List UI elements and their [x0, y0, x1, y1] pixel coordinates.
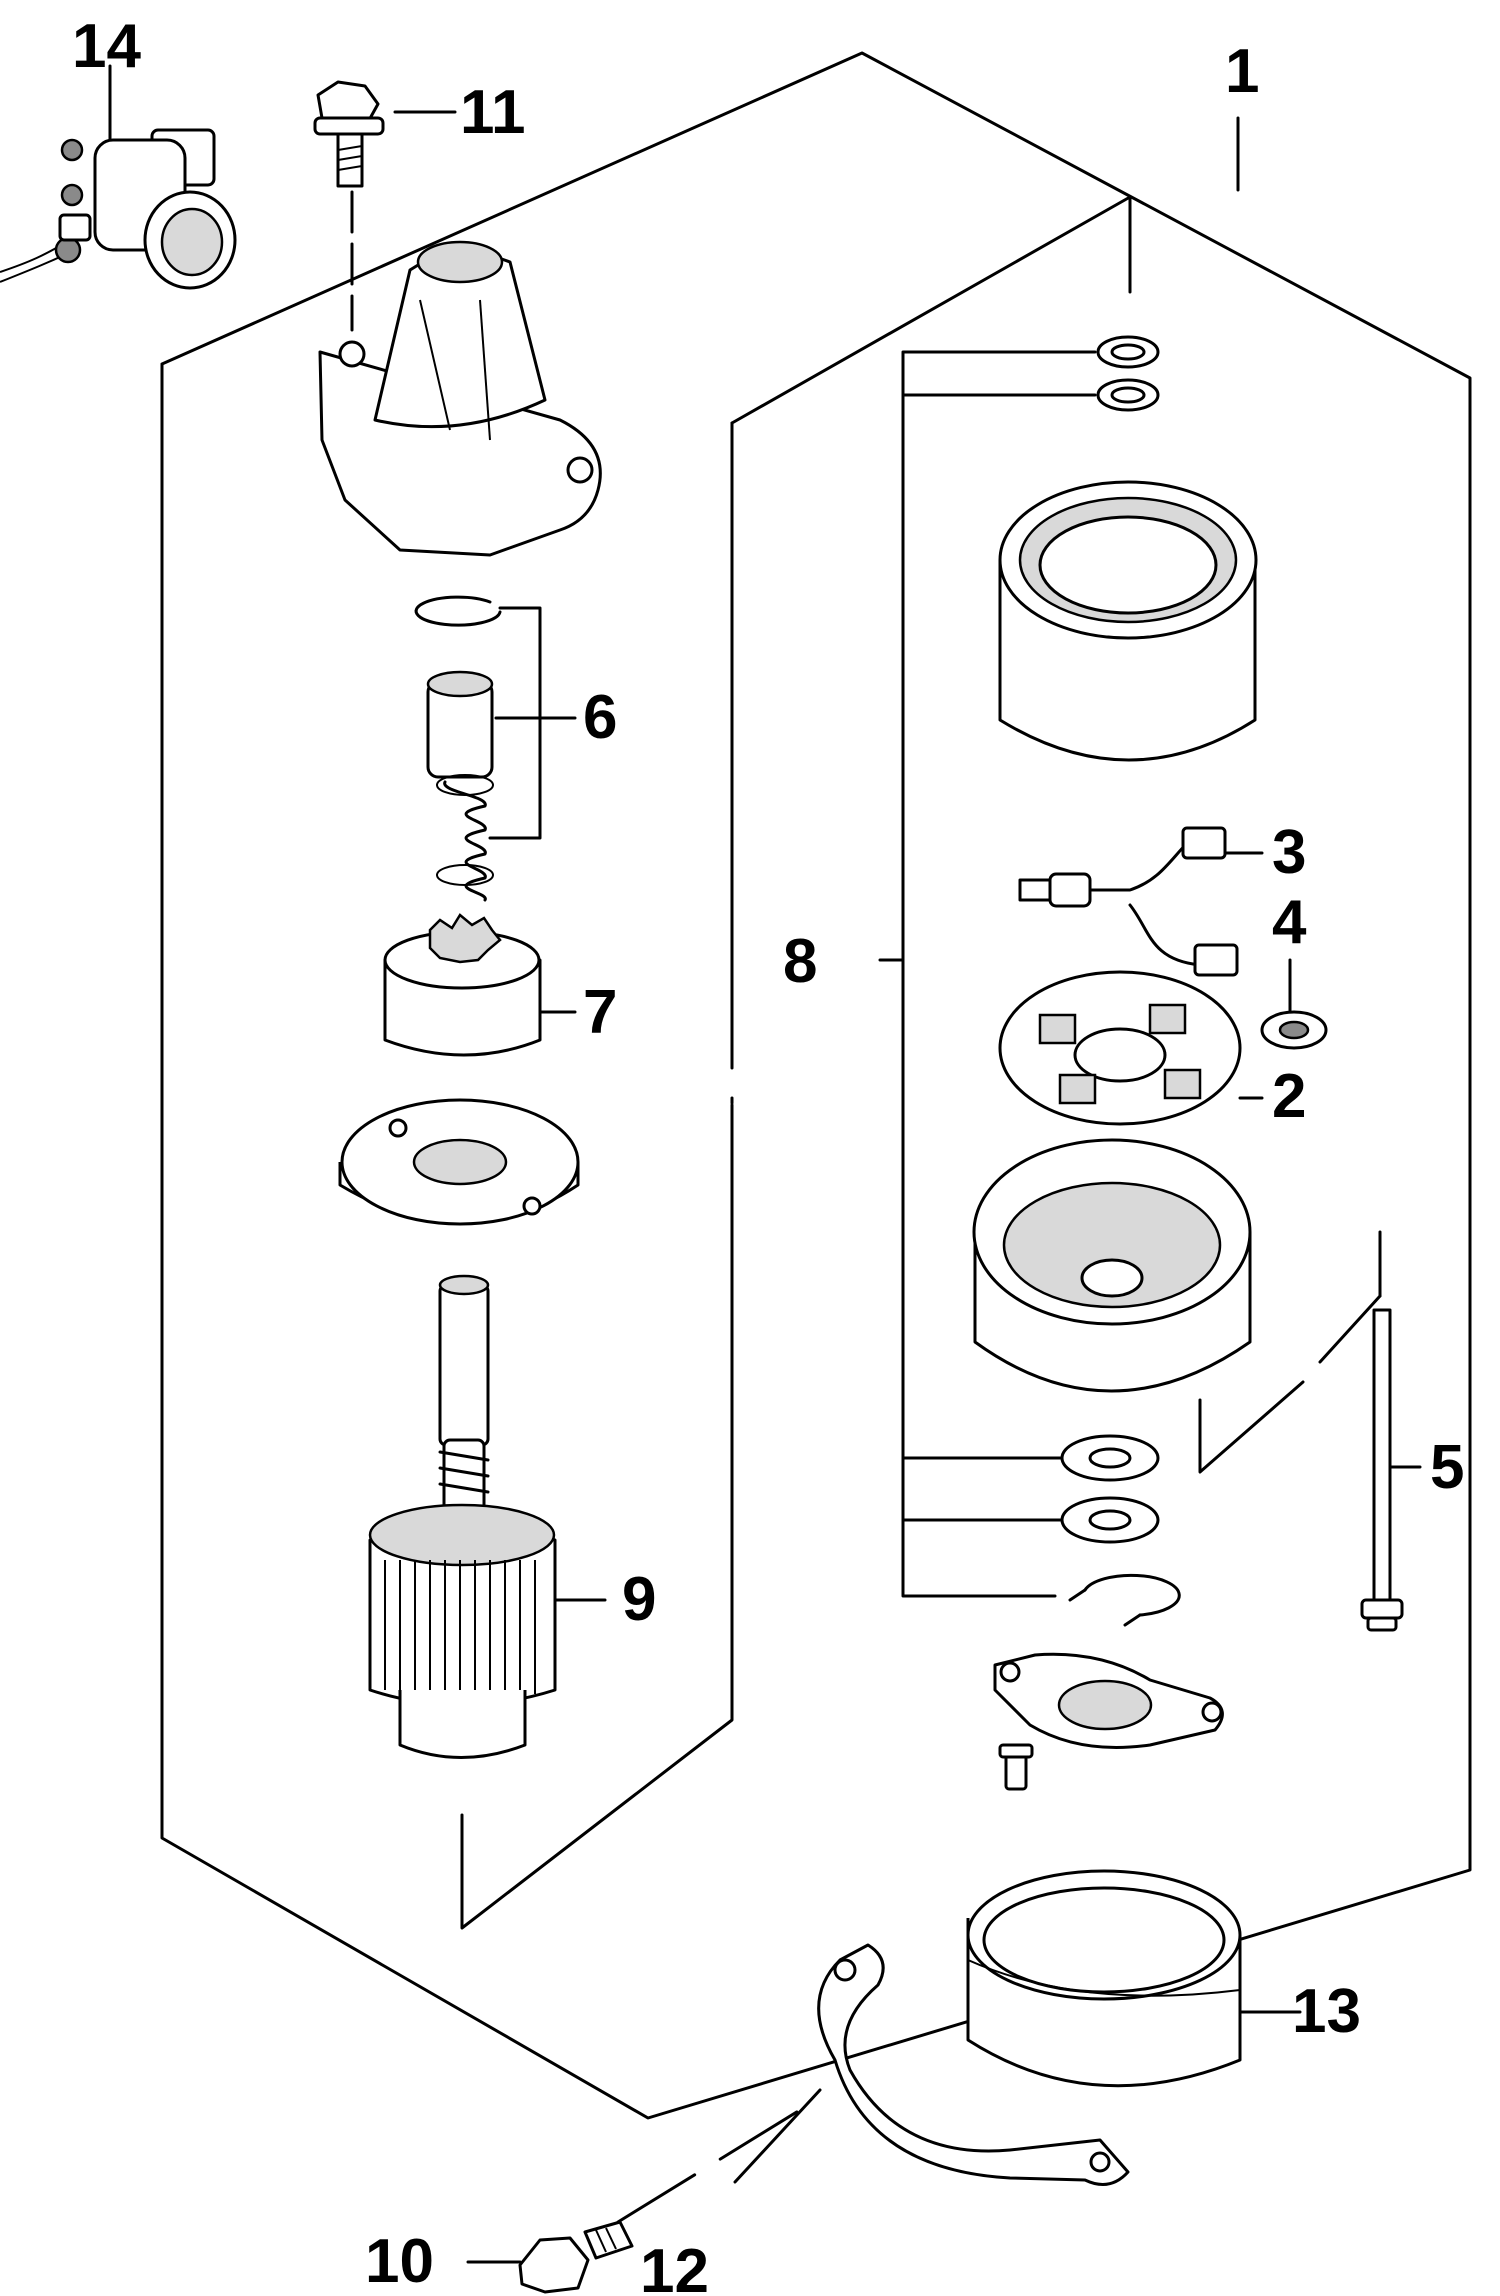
callout-13: 13	[1292, 1977, 1361, 2046]
yoke-group-part	[878, 335, 1422, 1791]
leader-lines	[108, 64, 1240, 192]
pinion-stop-set-part	[414, 595, 577, 902]
band-part	[966, 1869, 1302, 2088]
callout-1: 1	[1225, 37, 1259, 106]
callout-12: 12	[640, 2237, 709, 2296]
clamp-bracket-part	[733, 1943, 1130, 2186]
assembly-outline	[160, 51, 1472, 2120]
drive-plate-part	[338, 1098, 580, 1226]
callout-9: 9	[622, 1565, 656, 1634]
bolt-11-part	[313, 80, 385, 332]
callout-14: 14	[72, 12, 141, 81]
drive-housing-part	[318, 240, 602, 557]
callout-2: 2	[1272, 1062, 1306, 1131]
callout-11: 11	[460, 78, 526, 147]
callout-7: 7	[583, 978, 617, 1047]
bolt-10-part	[466, 2108, 802, 2294]
callout-8: 8	[783, 927, 817, 996]
callout-labels: 1 2 3 4 5 6 7 8 9 10 11 12 13 14	[72, 12, 1464, 2296]
callout-4: 4	[1272, 888, 1307, 957]
callout-3: 3	[1272, 818, 1306, 887]
pinion-gear-part	[383, 913, 577, 1057]
callout-10: 10	[365, 2227, 434, 2296]
solenoid-part	[0, 128, 237, 290]
callout-5: 5	[1430, 1433, 1464, 1502]
armature-part	[368, 1274, 607, 1759]
callout-6: 6	[583, 683, 617, 752]
